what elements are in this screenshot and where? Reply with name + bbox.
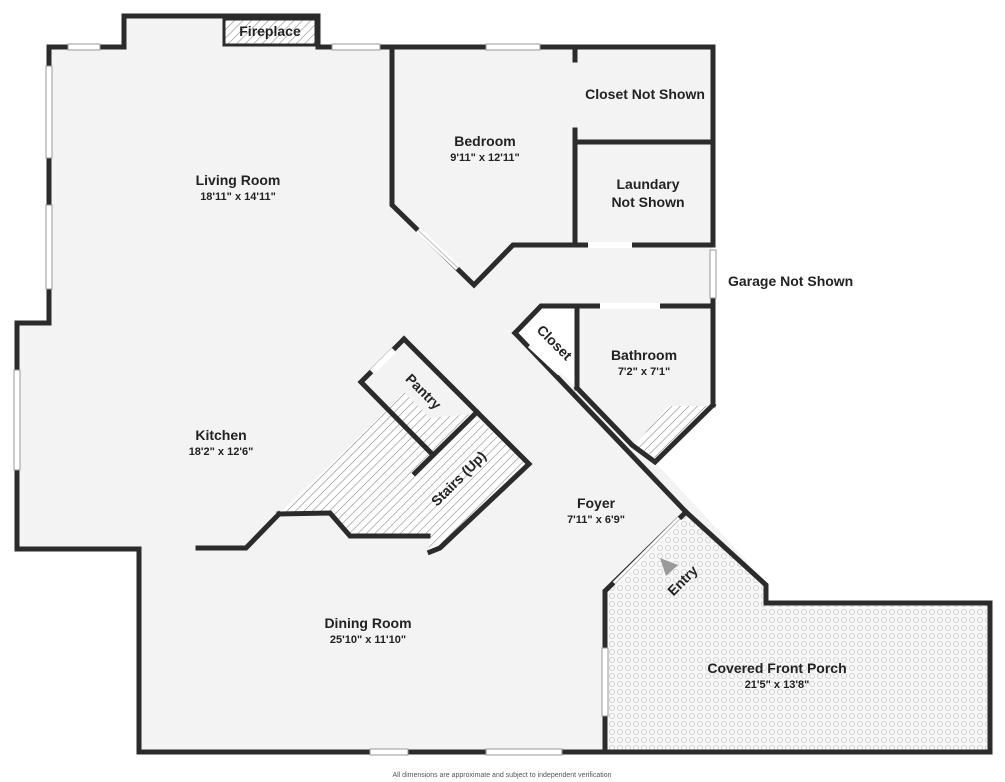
laundry-label-line2: Not Shown (611, 194, 684, 210)
dining-room-dims: 25'10" x 11'10" (330, 634, 406, 646)
porch-dims: 21'5" x 13'8" (745, 679, 810, 691)
kitchen-dims: 18'2" x 12'6" (189, 446, 254, 458)
laundry-label-line1: Laundary (616, 176, 679, 192)
walls (14, 13, 993, 755)
living-room-name: Living Room (196, 172, 281, 188)
bedroom-name: Bedroom (454, 133, 515, 149)
fireplace-hearth (222, 17, 318, 47)
door-thin-lines (417, 229, 681, 585)
entry-arrow-icon (660, 558, 678, 576)
bathroom-dims: 7'2" x 7'1" (618, 366, 670, 378)
bathroom-name: Bathroom (611, 347, 677, 363)
foyer-dims: 7'11" x 6'9" (567, 514, 625, 526)
kitchen-name: Kitchen (195, 427, 246, 443)
bedroom-dims: 9'11" x 12'11" (450, 152, 520, 164)
closet-not-shown-label: Closet Not Shown (585, 86, 705, 102)
bathroom-stairs-hatch (635, 406, 707, 458)
footer-disclaimer: All dimensions are approximate and subje… (392, 772, 611, 779)
foyer-name: Foyer (577, 495, 616, 511)
stairs-hatch (279, 392, 529, 554)
porch-name: Covered Front Porch (707, 660, 846, 676)
fireplace-label: Fireplace (239, 23, 301, 39)
dining-room-name: Dining Room (324, 615, 411, 631)
porch-floor (608, 512, 990, 752)
windows (13, 43, 717, 756)
living-room-dims: 18'11" x 14'11" (200, 191, 276, 203)
garage-label: Garage Not Shown (728, 273, 853, 289)
